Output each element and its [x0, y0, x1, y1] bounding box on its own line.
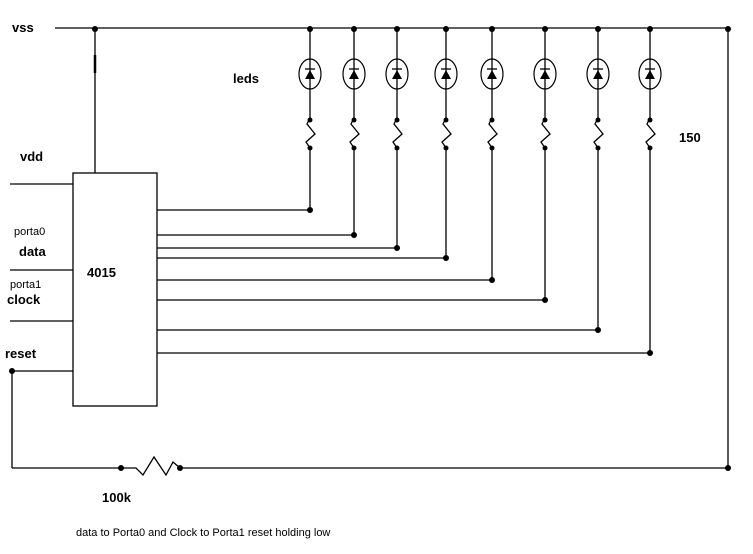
resistor-150-4	[441, 117, 452, 149]
resistor-top-node-5	[489, 117, 495, 123]
ic-4015-body	[72, 172, 158, 407]
resistor-150-8	[645, 117, 656, 149]
vss-chip-node	[92, 26, 98, 32]
resistor-150-5	[487, 117, 498, 149]
led-diode-4	[441, 70, 451, 79]
resistor-top-node-7	[595, 117, 601, 123]
resistor-top-node-8	[647, 117, 653, 123]
led-diode-2	[349, 70, 359, 79]
resistor-150-6	[540, 117, 551, 149]
ic-label: 4015	[87, 265, 116, 280]
resistor-top-node-2	[351, 117, 357, 123]
porta0-label: porta0	[14, 226, 45, 238]
vss-right-node	[725, 26, 731, 32]
clock-label: clock	[7, 292, 41, 307]
resistor-top-node-3	[394, 117, 400, 123]
resistor-150-2	[349, 117, 360, 149]
resistor-100k-left-node	[118, 465, 124, 471]
resistor-150-3	[392, 117, 403, 149]
led-diode-5	[487, 70, 497, 79]
vdd-label: vdd	[20, 149, 43, 164]
resistor-top-node-1	[307, 117, 313, 123]
reset-label: reset	[5, 346, 37, 361]
led-channels	[157, 26, 662, 356]
porta1-label: porta1	[10, 279, 41, 291]
resistor-150-7	[593, 117, 604, 149]
led-diode-3	[392, 70, 402, 79]
resistor-100k-label: 100k	[102, 490, 132, 505]
led-diode-8	[645, 70, 655, 79]
leds-label: leds	[233, 71, 259, 86]
resistor-top-node-6	[542, 117, 548, 123]
resistor-100k	[121, 455, 181, 477]
resistor-top-node-4	[443, 117, 449, 123]
resistor-150-label: 150	[679, 130, 701, 145]
led-diode-6	[540, 70, 550, 79]
caption-text: data to Porta0 and Clock to Porta1 reset…	[76, 527, 330, 539]
vss-label: vss	[12, 20, 34, 35]
data-label: data	[19, 244, 47, 259]
resistor-150-1	[305, 117, 316, 149]
led-diode-7	[593, 70, 603, 79]
led-diode-1	[305, 70, 315, 79]
